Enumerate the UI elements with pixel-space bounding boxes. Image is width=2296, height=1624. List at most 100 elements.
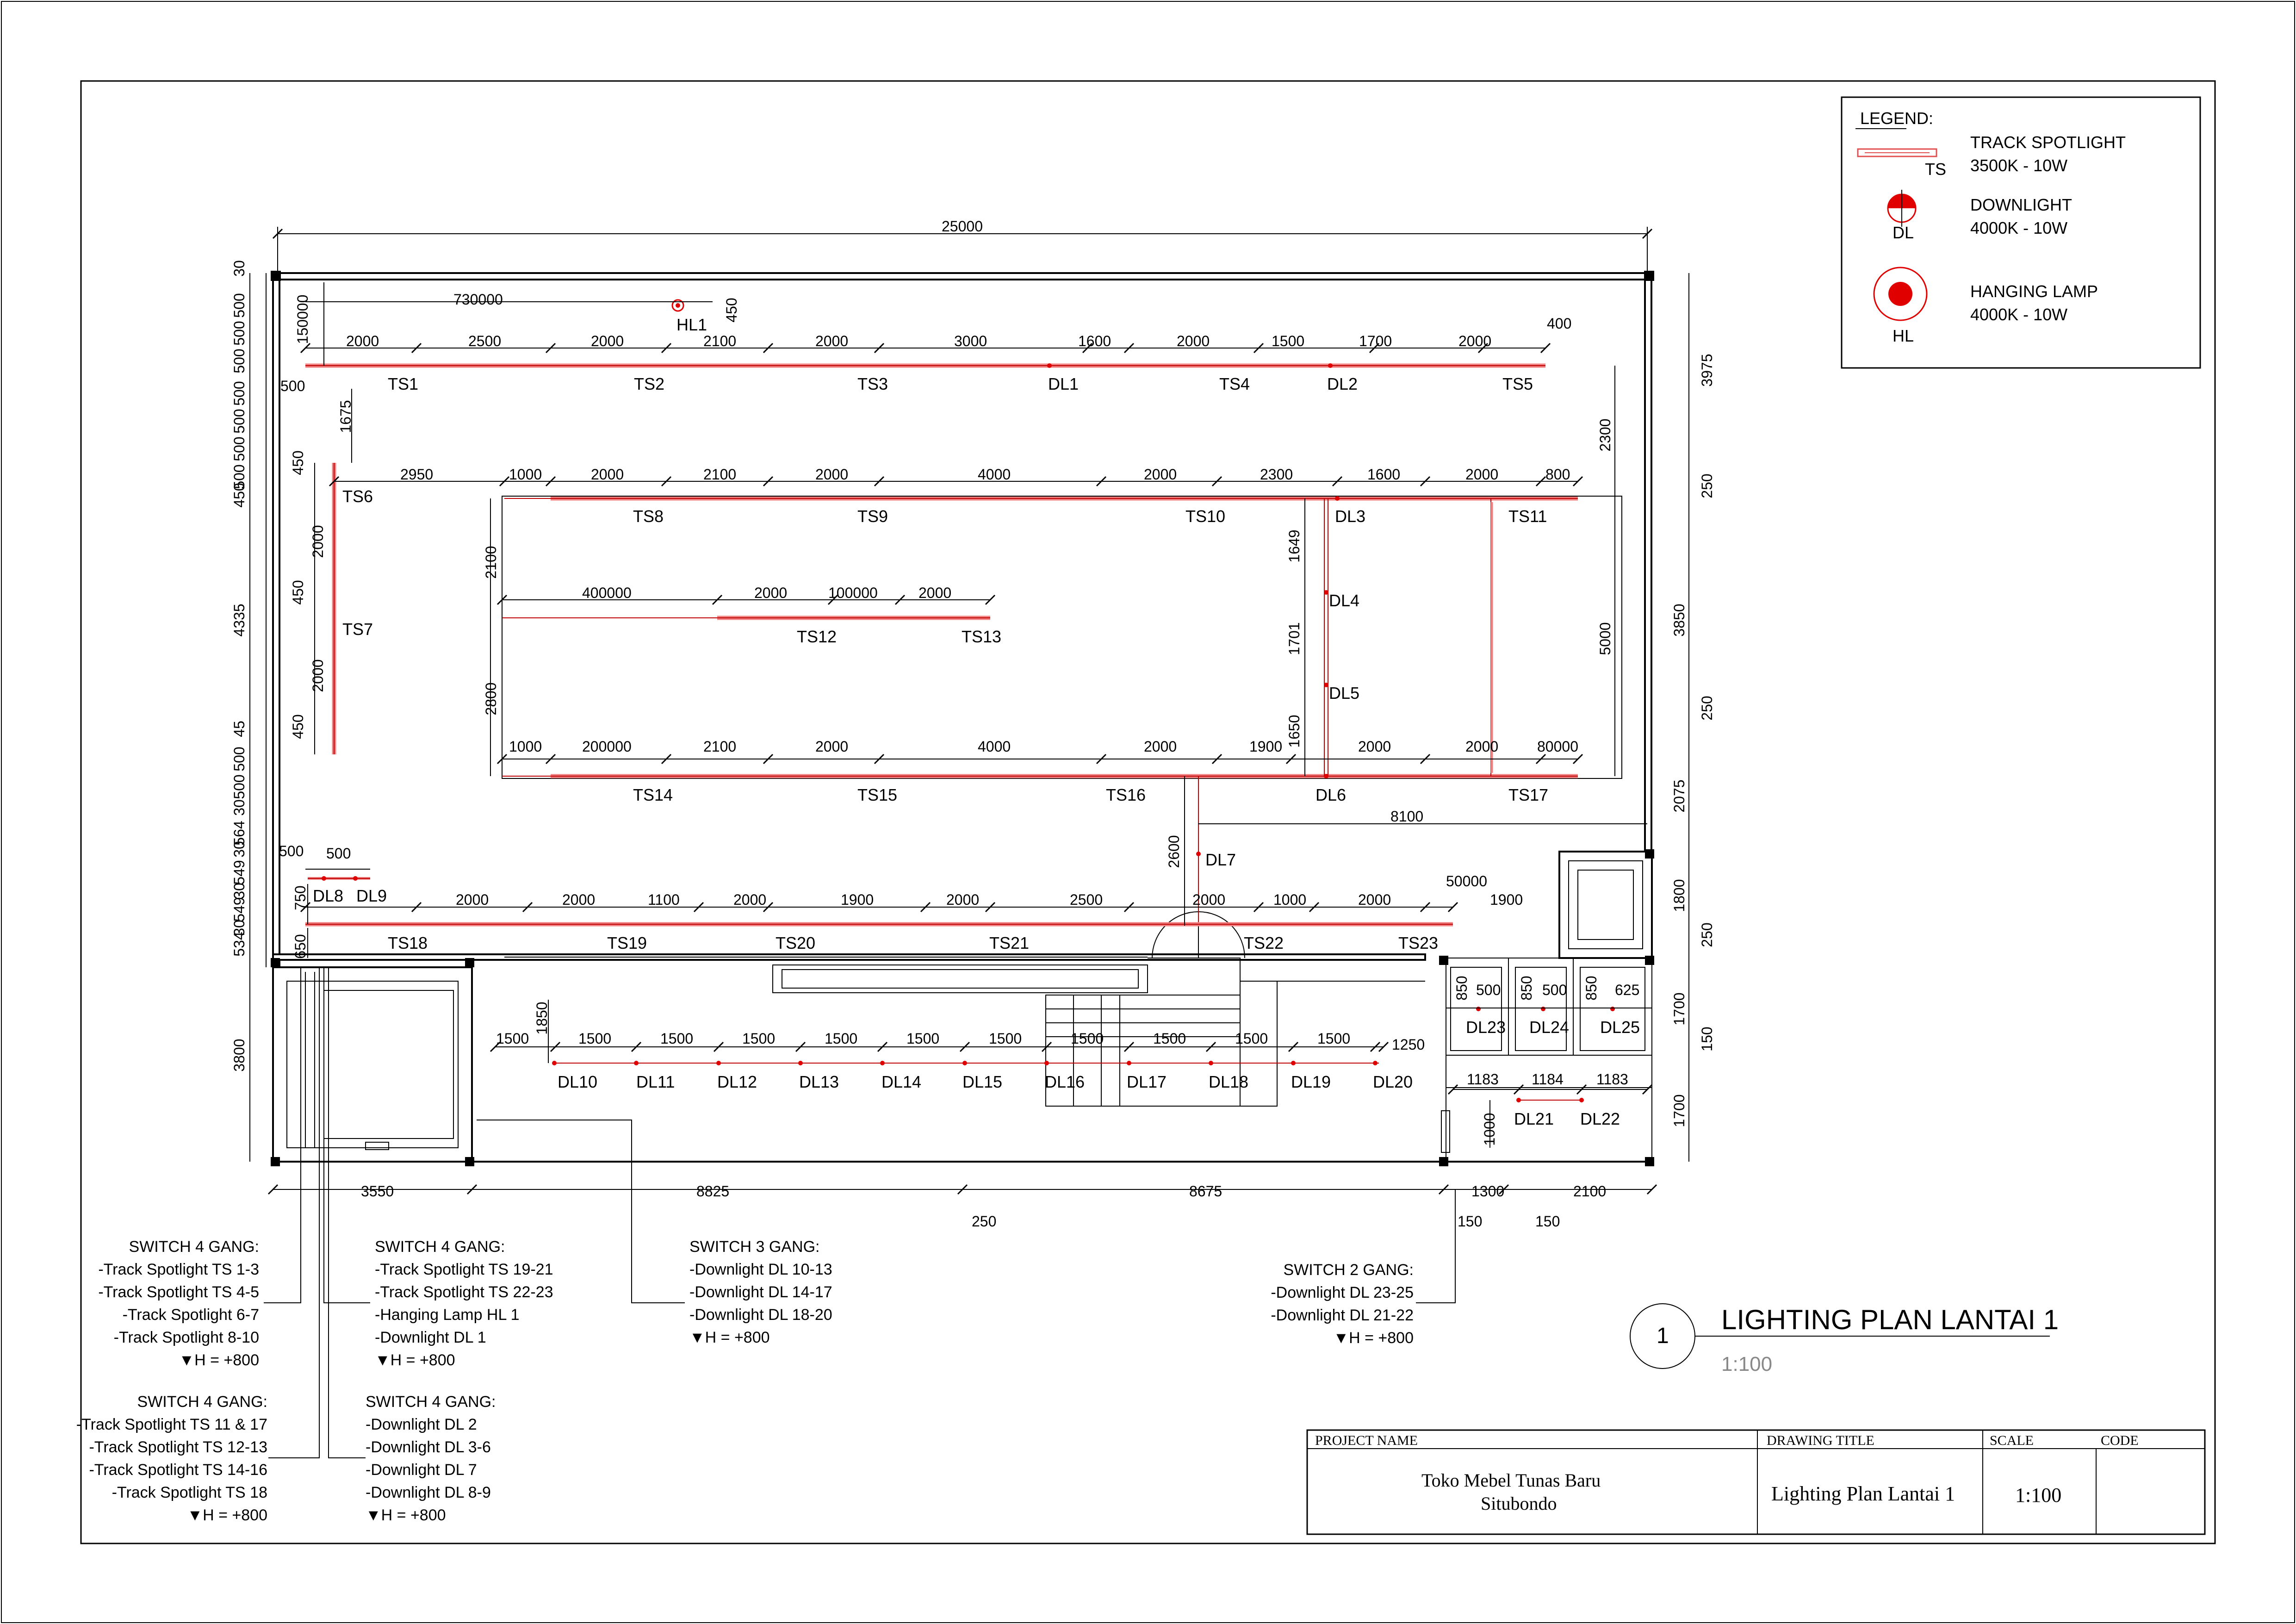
dim: 800 <box>1545 466 1570 483</box>
vertical-dimension: 534 <box>231 932 248 956</box>
drawing-scale: 1:100 <box>1721 1353 1772 1375</box>
switch-title: SWITCH 4 GANG: <box>375 1238 505 1256</box>
vertical-dimension: 450 <box>290 714 306 739</box>
dim: 1500 <box>496 1030 529 1047</box>
dimension-tick <box>496 753 508 765</box>
vertical-dimension: 1800 <box>1671 879 1688 912</box>
vertical-dimension: 2000 <box>310 659 326 692</box>
dim: 1300 <box>1471 1183 1504 1200</box>
vertical-dimension: 2100 <box>483 546 499 579</box>
hanging-lamp-hl1-icon <box>671 299 684 312</box>
vertical-dimension: 549 <box>231 897 248 921</box>
switch-line: -Downlight DL 18-20 <box>689 1306 832 1324</box>
dim: 1900 <box>1490 891 1523 908</box>
switch-line: -Downlight DL 23-25 <box>1271 1284 1414 1301</box>
vertical-dimension: 45 <box>231 721 248 737</box>
dim: 500 <box>1542 982 1567 998</box>
dim: 500 <box>280 378 305 394</box>
dimension-tick <box>874 476 885 487</box>
downlight-icon <box>1328 363 1333 368</box>
dimension-tick <box>1540 342 1551 354</box>
switch-note-1: SWITCH 4 GANG:-Track Spotlight TS 1-3-Tr… <box>98 1238 259 1369</box>
dim: 1700 <box>1359 333 1392 349</box>
downlight-icon <box>716 1061 721 1065</box>
switch-note-3: SWITCH 3 GANG:-Downlight DL 10-13-Downli… <box>689 1238 832 1346</box>
switch-height: ▼H = +800 <box>1333 1329 1414 1347</box>
label-ts8: TS8 <box>633 507 664 526</box>
dimension-tick <box>1211 753 1222 765</box>
dimension-tick <box>1123 1041 1135 1052</box>
vertical-dimension: 850 <box>1453 976 1470 1000</box>
downlight-icon <box>1044 1061 1049 1065</box>
label-dl9: DL9 <box>356 886 387 905</box>
legend: LEGEND: TS TRACK SPOTLIGHT 3500K - 10W D… <box>1841 96 2201 369</box>
building-walls <box>266 271 1654 1166</box>
vertical-dimension: 500 <box>231 464 248 489</box>
dimension-tick <box>1253 902 1264 913</box>
label-ts11: TS11 <box>1508 507 1547 526</box>
vertical-dimension: 450 <box>723 298 740 322</box>
downlight-icon <box>1127 1061 1131 1065</box>
dimension-tick <box>713 1041 724 1052</box>
vertical-dimension: 3850 <box>1671 604 1688 636</box>
vertical-dimension: 30 <box>231 883 248 899</box>
label-ts10: TS10 <box>1185 507 1225 526</box>
label-ts23: TS23 <box>1398 933 1438 952</box>
vertical-dimension: 2300 <box>1597 418 1613 451</box>
track-spotlights <box>305 363 1622 1101</box>
switch-line: -Track Spotlight TS 12-13 <box>89 1438 267 1456</box>
dimension-tick <box>1576 1084 1587 1095</box>
dimension-tick <box>1420 902 1431 913</box>
dimension-tick <box>1096 753 1107 765</box>
dim: 2500 <box>1070 891 1103 908</box>
vertical-dimension: 30 <box>231 799 248 816</box>
label-dl8: DL8 <box>313 886 343 905</box>
dimension-lines <box>249 227 1689 1190</box>
dimension-tick <box>661 476 672 487</box>
dim: 500 <box>326 845 351 862</box>
label-dl18: DL18 <box>1209 1072 1248 1091</box>
dim: 1500 <box>906 1030 939 1047</box>
label-dl6: DL6 <box>1316 785 1346 804</box>
label-dl5: DL5 <box>1329 684 1359 703</box>
vertical-dimension: 1700 <box>1671 992 1688 1025</box>
switch-title: SWITCH 4 GANG: <box>366 1393 496 1411</box>
dim: 150 <box>1535 1213 1560 1230</box>
vertical-dimension: 2075 <box>1671 779 1688 812</box>
dimension-tick <box>1309 902 1320 913</box>
downlight-icon <box>1047 363 1052 368</box>
dimension-tick <box>1498 1184 1509 1195</box>
dimension-tick <box>763 476 774 487</box>
dimension-tick <box>267 1184 279 1195</box>
label-dl3: DL3 <box>1335 507 1365 526</box>
label-dl19: DL19 <box>1291 1072 1331 1091</box>
dimension-tick <box>1041 1041 1052 1052</box>
dim: 400000 <box>582 585 632 601</box>
dim: 1000 <box>509 738 542 755</box>
label-dl12: DL12 <box>717 1072 757 1091</box>
label-ts12: TS12 <box>797 627 837 646</box>
dim: 3000 <box>954 333 987 349</box>
drawing-number: 1 <box>1657 1324 1669 1348</box>
vertical-dimension: 250 <box>1699 922 1715 947</box>
dim: 200000 <box>582 738 632 755</box>
label-dl11: DL11 <box>636 1072 675 1091</box>
switch-height: ▼H = +800 <box>689 1329 770 1346</box>
dim: 2000 <box>591 333 624 349</box>
title-block-code-label: CODE <box>2101 1433 2139 1448</box>
dimension-tick <box>300 902 311 913</box>
switch-line: -Downlight DL 3-6 <box>366 1438 491 1456</box>
dim: 250 <box>972 1213 996 1230</box>
dimension-tick <box>496 594 508 605</box>
dimension-tick <box>1646 1184 1657 1195</box>
label-hl1: HL1 <box>676 315 707 334</box>
downlight-icon <box>962 1061 967 1065</box>
vertical-dimension: 1000 <box>1481 1113 1498 1145</box>
dimension-tick <box>693 902 704 913</box>
switch-line: -Downlight DL 2 <box>366 1416 477 1433</box>
dimension-tick <box>499 476 510 487</box>
dimension-tick <box>763 342 774 354</box>
dim: 4000 <box>978 738 1011 755</box>
dim: 2000 <box>733 891 766 908</box>
downlight-icon <box>1324 683 1328 687</box>
